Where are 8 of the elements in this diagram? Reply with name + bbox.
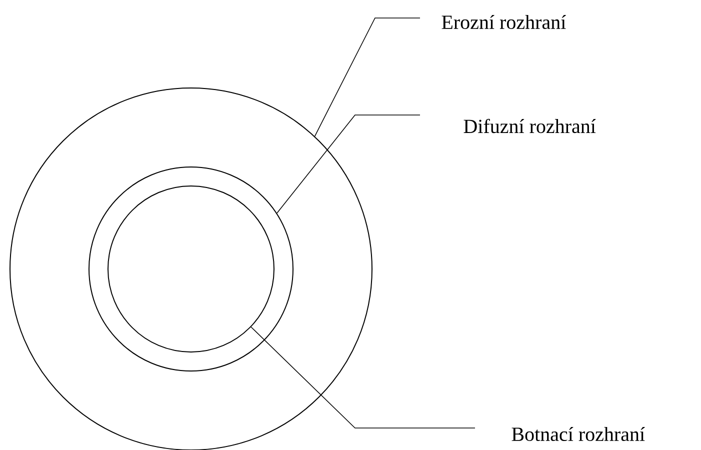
label-text: Erozní rozhraní <box>442 14 566 30</box>
interface-circle <box>88 166 294 372</box>
leader-line <box>314 18 420 137</box>
label-text: Botnací rozhraní <box>512 426 645 442</box>
interface-circle <box>108 186 274 352</box>
label-text: Difuzní rozhraní <box>464 118 596 134</box>
leader-line <box>250 326 476 428</box>
leader-line <box>276 114 420 214</box>
